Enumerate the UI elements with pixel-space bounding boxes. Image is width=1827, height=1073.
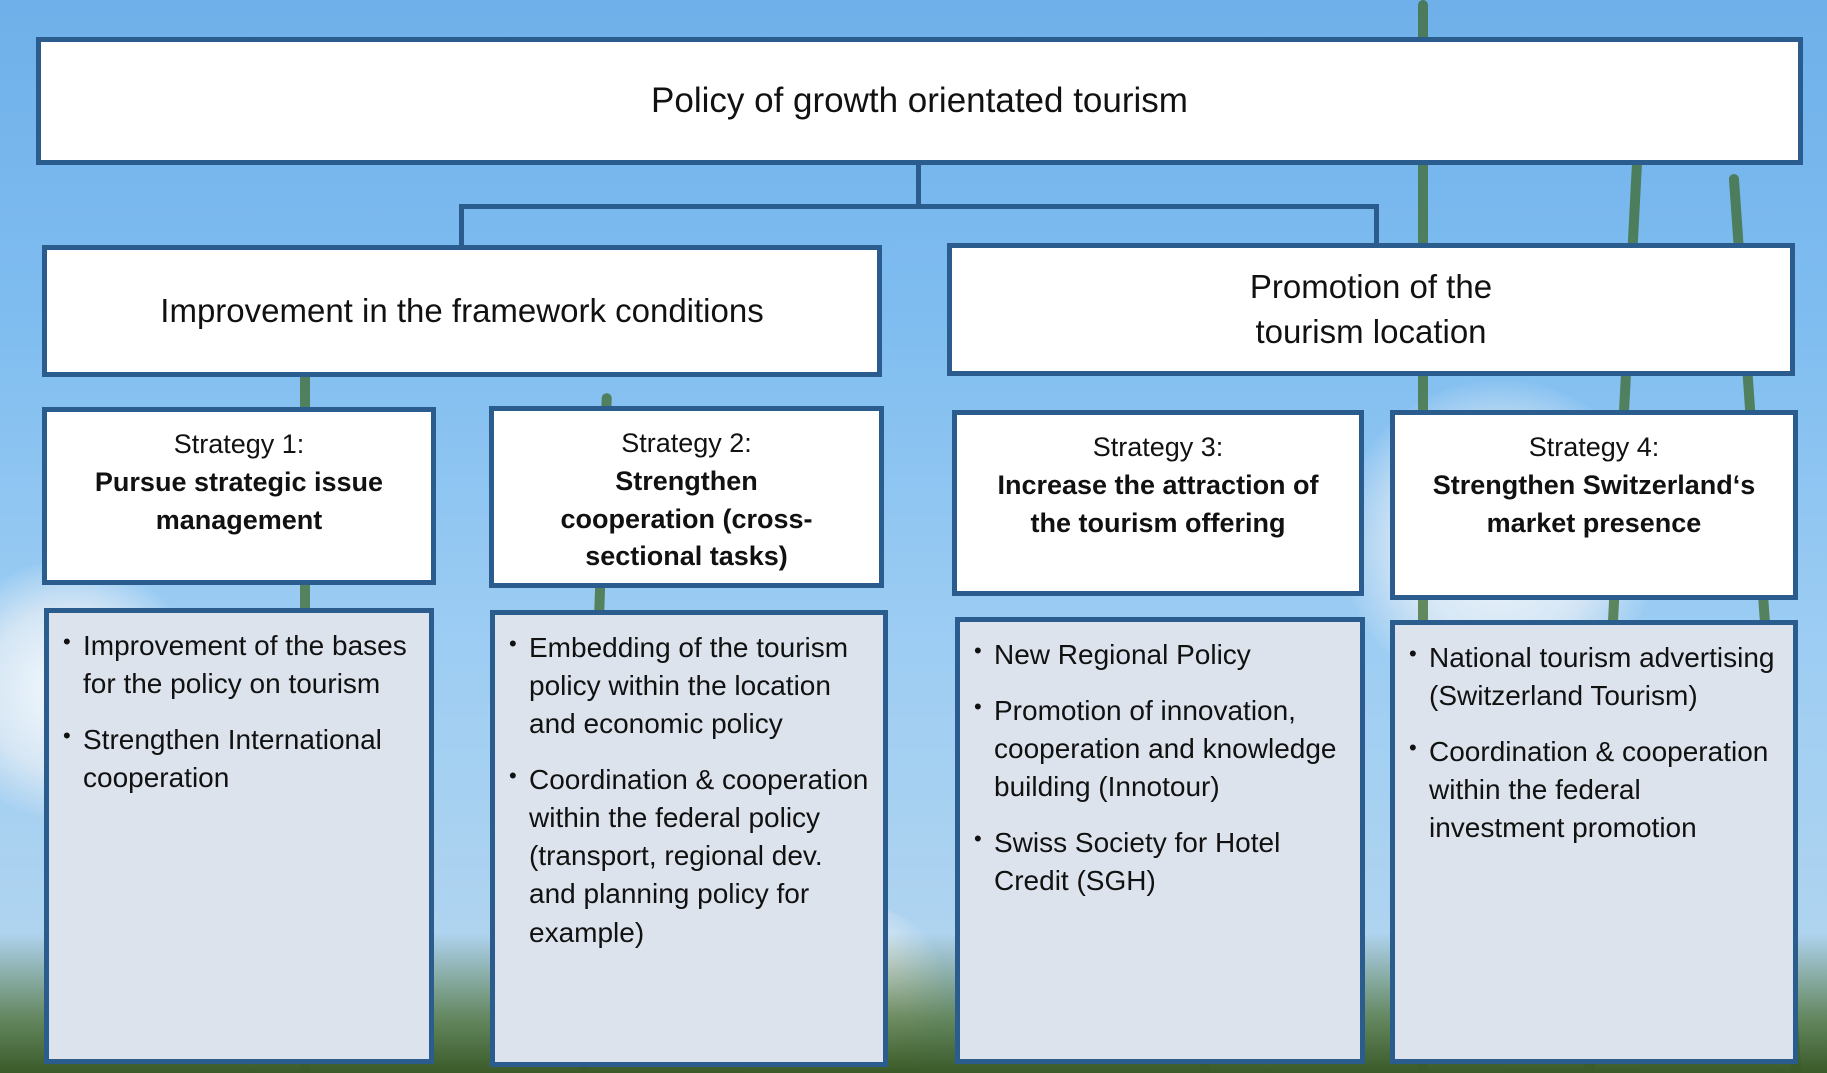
pillar-label: Improvement in the framework conditions <box>160 291 764 329</box>
list-item: Embedding of the tourism policy within t… <box>509 629 873 743</box>
strategy-number: Strategy 4: <box>1528 432 1660 462</box>
strategy-title: Strengthen cooperation (cross-sectional … <box>560 465 813 572</box>
list-item: National tourism advertising (Switzerlan… <box>1409 639 1783 715</box>
list-item: Strengthen International cooperation <box>63 721 419 797</box>
strategy-2-measures: Embedding of the tourism policy within t… <box>490 610 888 1067</box>
strategy-4-box: Strategy 4: Strengthen Switzerland‘s mar… <box>1390 410 1798 600</box>
strategy-4-measures: National tourism advertising (Switzerlan… <box>1390 620 1798 1064</box>
policy-title-box: Policy of growth orientated tourism <box>36 37 1803 165</box>
connector-top-stem <box>916 160 921 208</box>
pillar-label-line-1: Promotion of the <box>1249 267 1493 305</box>
strategy-title: Pursue strategic issue management <box>94 466 384 535</box>
list-item: Coordination & cooperation within the fe… <box>1409 733 1783 847</box>
policy-title: Policy of growth orientated tourism <box>651 81 1188 120</box>
pillar-framework-conditions: Improvement in the framework conditions <box>42 245 882 377</box>
strategy-2-box: Strategy 2: Strengthen cooperation (cros… <box>489 406 884 588</box>
pillar-tourism-location: Promotion of the tourism location <box>947 243 1795 376</box>
connector-horizontal <box>459 204 1379 209</box>
list-item: Swiss Society for Hotel Credit (SGH) <box>974 824 1350 900</box>
strategy-title: Strengthen Switzerland‘s market presence <box>1432 469 1756 538</box>
list-item: Improvement of the bases for the policy … <box>63 627 419 703</box>
strategy-1-measures: Improvement of the bases for the policy … <box>44 608 434 1064</box>
strategy-title: Increase the attraction of the tourism o… <box>997 469 1319 538</box>
connector-left-drop <box>459 204 464 246</box>
strategy-3-measures: New Regional Policy Promotion of innovat… <box>955 617 1365 1064</box>
strategy-number: Strategy 2: <box>621 428 752 458</box>
strategy-number: Strategy 1: <box>173 429 305 459</box>
pillar-label-line-2: tourism location <box>1255 312 1487 350</box>
list-item: New Regional Policy <box>974 636 1350 674</box>
strategy-1-box: Strategy 1: Pursue strategic issue manag… <box>42 407 436 585</box>
list-item: Promotion of innovation, cooperation and… <box>974 692 1350 806</box>
strategy-3-box: Strategy 3: Increase the attraction of t… <box>952 410 1364 596</box>
strategy-number: Strategy 3: <box>1092 432 1224 462</box>
connector-right-drop <box>1374 204 1379 246</box>
list-item: Coordination & cooperation within the fe… <box>509 761 873 951</box>
